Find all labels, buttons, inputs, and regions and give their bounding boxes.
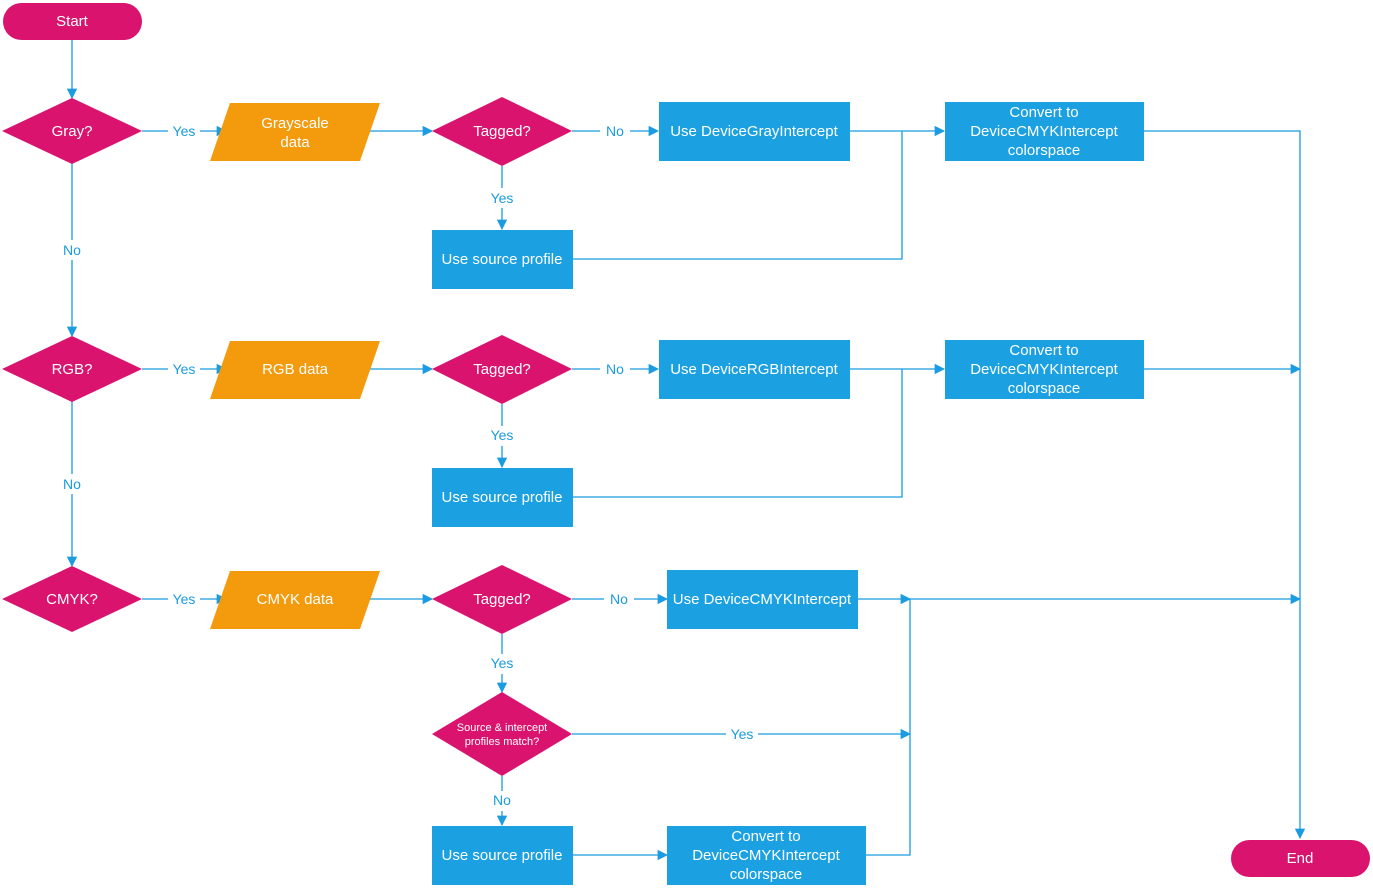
- label-no-rgb: No: [63, 476, 81, 492]
- label-yes-tagged-cmyk: Yes: [491, 655, 514, 671]
- start-label: Start: [56, 13, 89, 30]
- label-yes-tagged-rgb: Yes: [491, 427, 514, 443]
- tagged-gray-label: Tagged?: [473, 123, 531, 140]
- grayscale-data-line2: data: [280, 134, 310, 151]
- rgb-data-label: RGB data: [262, 361, 329, 378]
- edge-labels: No No Yes Yes Yes No No No Yes Yes Yes Y…: [56, 122, 758, 811]
- use-source-cmyk: Use source profile: [432, 826, 573, 885]
- profiles-match-line2: profiles match?: [465, 736, 540, 748]
- convert-rgb-line2: DeviceCMYKIntercept: [970, 361, 1118, 378]
- tagged-cmyk-label: Tagged?: [473, 591, 531, 608]
- cmyk-data-label: CMYK data: [257, 591, 334, 608]
- convert-gray-line1: Convert to: [1009, 104, 1078, 121]
- use-source-gray-label: Use source profile: [442, 251, 563, 268]
- edge-convert-gray-end: [1144, 130, 1306, 840]
- cmyk-decision: CMYK?: [2, 566, 142, 632]
- convert-rgb: Convert to DeviceCMYKIntercept colorspac…: [945, 340, 1144, 399]
- use-cmyk-intercept-label: Use DeviceCMYKIntercept: [673, 591, 852, 608]
- rgb-decision-label: RGB?: [52, 361, 93, 378]
- use-rgb-intercept: Use DeviceRGBIntercept: [659, 340, 850, 399]
- label-no-gray: No: [63, 242, 81, 258]
- tagged-gray-decision: Tagged?: [432, 97, 572, 166]
- use-source-rgb-label: Use source profile: [442, 489, 563, 506]
- gray-decision-label: Gray?: [52, 123, 93, 140]
- start-terminal: Start: [3, 3, 142, 40]
- use-cmyk-intercept: Use DeviceCMYKIntercept: [667, 570, 858, 629]
- end-label: End: [1287, 850, 1314, 867]
- edge-convert-cmyk-merge: [866, 599, 911, 856]
- convert-cmyk-line2: DeviceCMYKIntercept: [692, 847, 840, 864]
- edge-source-rgb-merge: [572, 369, 903, 498]
- use-rgb-intercept-label: Use DeviceRGBIntercept: [670, 361, 838, 378]
- convert-cmyk: Convert to DeviceCMYKIntercept colorspac…: [667, 826, 866, 885]
- grayscale-data-line1: Grayscale: [261, 115, 329, 132]
- convert-gray-line3: colorspace: [1008, 142, 1081, 159]
- label-no-tagged-cmyk: No: [610, 591, 628, 607]
- label-yes-rgb: Yes: [173, 361, 196, 377]
- connectors: [66, 40, 1306, 861]
- tagged-rgb-label: Tagged?: [473, 361, 531, 378]
- nodes: Start End Gray? RGB? CMYK? Grayscale dat…: [2, 3, 1370, 885]
- label-no-tagged-rgb: No: [606, 361, 624, 377]
- gray-decision: Gray?: [2, 98, 142, 164]
- label-no-tagged-gray: No: [606, 123, 624, 139]
- label-yes-gray: Yes: [173, 123, 196, 139]
- use-gray-intercept-label: Use DeviceGrayIntercept: [670, 123, 838, 140]
- convert-rgb-line3: colorspace: [1008, 380, 1081, 397]
- edge-source-gray-merge: [572, 131, 903, 260]
- use-source-gray: Use source profile: [432, 230, 573, 289]
- use-source-rgb: Use source profile: [432, 468, 573, 527]
- label-yes-cmyk: Yes: [173, 591, 196, 607]
- tagged-cmyk-decision: Tagged?: [432, 565, 572, 634]
- rgb-decision: RGB?: [2, 336, 142, 402]
- convert-cmyk-line1: Convert to: [731, 828, 800, 845]
- cmyk-decision-label: CMYK?: [46, 591, 98, 608]
- cmyk-data: CMYK data: [210, 571, 380, 629]
- label-yes-match: Yes: [731, 726, 754, 742]
- use-source-cmyk-label: Use source profile: [442, 847, 563, 864]
- profiles-match-line1: Source & intercept: [457, 722, 548, 734]
- rgb-data: RGB data: [210, 341, 380, 399]
- label-yes-tagged-gray: Yes: [491, 190, 514, 206]
- end-terminal: End: [1231, 840, 1370, 877]
- tagged-rgb-decision: Tagged?: [432, 335, 572, 404]
- use-gray-intercept: Use DeviceGrayIntercept: [659, 102, 850, 161]
- convert-gray: Convert to DeviceCMYKIntercept colorspac…: [945, 102, 1144, 161]
- label-no-match: No: [493, 792, 511, 808]
- convert-rgb-line1: Convert to: [1009, 342, 1078, 359]
- convert-gray-line2: DeviceCMYKIntercept: [970, 123, 1118, 140]
- grayscale-data: Grayscale data: [210, 103, 380, 161]
- convert-cmyk-line3: colorspace: [730, 866, 803, 883]
- profiles-match-decision: Source & intercept profiles match?: [432, 692, 572, 776]
